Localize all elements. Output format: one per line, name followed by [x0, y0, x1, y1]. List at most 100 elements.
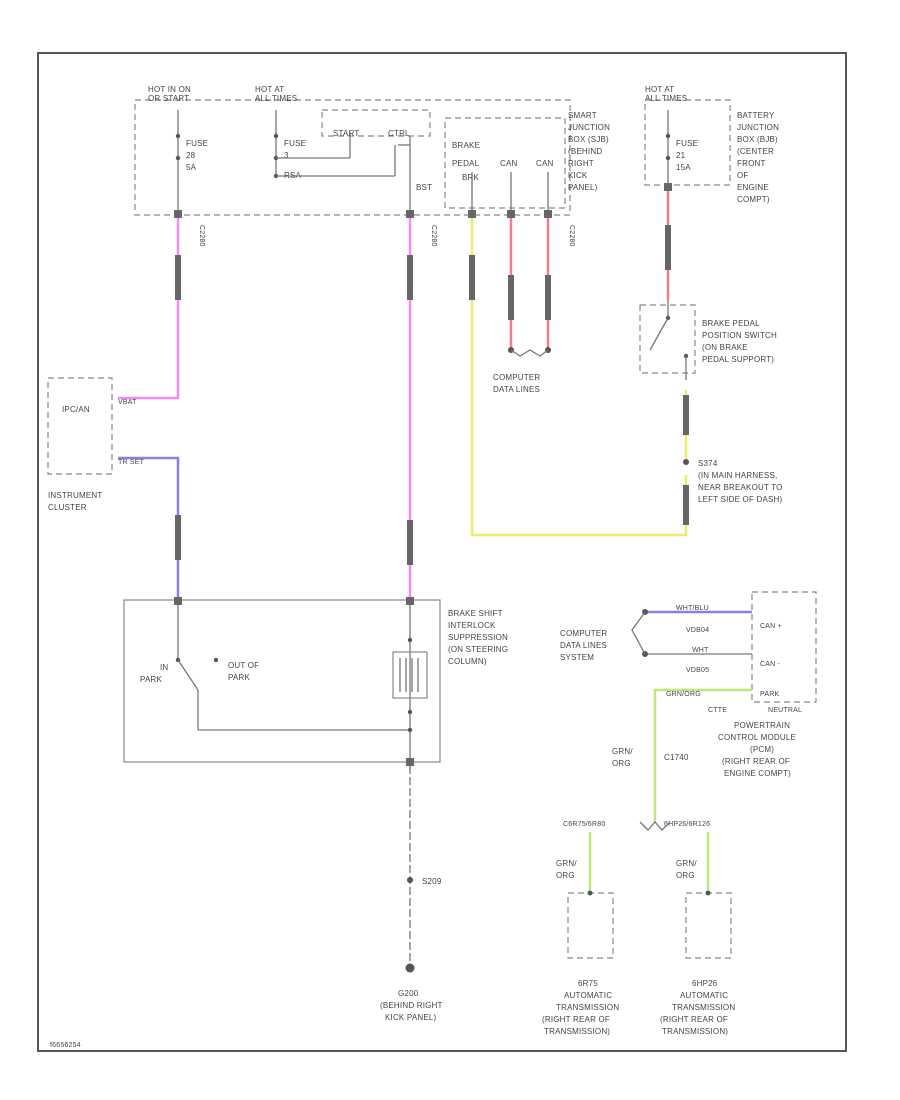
splice-s374	[683, 459, 689, 465]
hot-run-start-line2: OR START	[148, 94, 189, 103]
cluster-pin-top: VBAT	[118, 399, 137, 406]
hot-all-times-1-line2: ALL TIMES	[255, 94, 297, 103]
bjb-label-6: OF	[737, 171, 749, 180]
brake-switch-label-4: PEDAL SUPPORT)	[702, 355, 774, 364]
sjb-can-1: CAN	[500, 159, 518, 168]
pcm-label-1: POWERTRAIN	[734, 721, 790, 730]
pcm-label-4: (RIGHT REAR OF	[722, 757, 790, 766]
interlock-label-3: SUPPRESSION	[448, 633, 508, 642]
cdl1-line2: DATA LINES	[493, 385, 540, 394]
out-park-1: OUT OF	[228, 661, 259, 670]
fuse-c-line2: 21	[676, 151, 686, 160]
fuse-a-line2: 28	[186, 151, 196, 160]
pcm-cdl-2: DATA LINES	[560, 641, 607, 650]
sjb-brake-line1: BRAKE	[452, 141, 480, 150]
trans-split-left: C6R75/6R80	[563, 821, 605, 828]
pcm-wire-5: GRN/ORG	[666, 691, 701, 698]
ground-label-1: G200	[398, 989, 419, 998]
interlock-label-4: (ON STEERING	[448, 645, 508, 654]
fuse-a-line1: FUSE	[186, 139, 208, 148]
trans2-label-2: AUTOMATIC	[680, 991, 728, 1000]
brake-switch-label-2: POSITION SWITCH	[702, 331, 777, 340]
bjb-label-2: JUNCTION	[737, 123, 779, 132]
trans2-outline	[685, 892, 732, 959]
trans1-label-3: TRANSMISSION	[556, 1003, 619, 1012]
sjb-label-7: PANEL)	[568, 183, 598, 192]
interlock-label-2: INTERLOCK	[448, 621, 496, 630]
brake-switch-outline	[639, 304, 696, 374]
conn-left-code: C2280	[198, 225, 205, 247]
sjb-out-label: BST	[416, 183, 432, 192]
solenoid-icon	[392, 651, 428, 699]
wire-pink-cluster	[118, 218, 180, 400]
trans2-wire-1: GRN/	[676, 859, 697, 868]
pcm-pin-2: CAN -	[760, 661, 781, 668]
trans1-label-2: AUTOMATIC	[564, 991, 612, 1000]
trans2-label-3: TRANSMISSION	[672, 1003, 735, 1012]
bjb-label-4: (CENTER	[737, 147, 774, 156]
pcm-wire-code-2: ORG	[612, 759, 631, 768]
pcm-label-5: ENGINE COMPT)	[724, 769, 791, 778]
trans-split-right: 6HP26/6R126	[664, 821, 710, 828]
cdl1-line1: COMPUTER	[493, 373, 540, 382]
pcm-cdl-3: SYSTEM	[560, 653, 594, 662]
bjb-label-8: COMPT)	[737, 195, 770, 204]
bjb-label-1: BATTERY	[737, 111, 775, 120]
pcm-wire-4: VDB05	[686, 667, 709, 674]
bjb-label-5: FRONT	[737, 159, 766, 168]
bjb-label-3: BOX (BJB)	[737, 135, 778, 144]
cluster-block-label: IPC/AN	[62, 405, 90, 414]
splice-label-2: (IN MAIN HARNESS,	[698, 471, 777, 480]
sjb-outline	[444, 117, 566, 209]
trans2-label-4: (RIGHT REAR OF	[660, 1015, 728, 1024]
interlock-label-1: BRAKE SHIFT	[448, 609, 503, 618]
pcm-pin-1: CAN +	[760, 623, 782, 630]
sjb-label-3: BOX (SJB)	[568, 135, 609, 144]
hot-all-times-1-line1: HOT AT	[255, 85, 284, 94]
ground-splice-label: S209	[422, 877, 442, 886]
fuse-a-line3: 5A	[186, 163, 197, 172]
ground-label-2: (BEHIND RIGHT	[380, 1001, 443, 1010]
in-park-1: IN	[160, 663, 168, 672]
relay-start-label: START	[333, 129, 359, 138]
brake-switch-label-3: (ON BRAKE	[702, 343, 748, 352]
splice-label-3: NEAR BREAKOUT TO	[698, 483, 783, 492]
trans1-label-5: TRANSMISSION)	[544, 1027, 610, 1036]
relay-outline	[321, 109, 431, 137]
ground-label-3: KICK PANEL)	[385, 1013, 437, 1022]
interlock-label-5: COLUMN)	[448, 657, 487, 666]
cluster-label-2: CLUSTER	[48, 503, 87, 512]
pcm-wire-code-1: GRN/	[612, 747, 633, 756]
ground-symbol	[405, 963, 415, 973]
sjb-label-5: RIGHT	[568, 159, 594, 168]
diagram-id: f6656254	[50, 1042, 81, 1049]
bjb-outline	[644, 99, 731, 186]
pcm-wire-2: VDB04	[686, 627, 709, 634]
hot-all-times-2-line1: HOT AT	[645, 85, 674, 94]
trans1-wire-1: GRN/	[556, 859, 577, 868]
sjb-label-1: SMART	[568, 111, 597, 120]
cluster-label-1: INSTRUMENT	[48, 491, 102, 500]
wire-green-pcm	[653, 688, 752, 822]
brake-switch-label-1: BRAKE PEDAL	[702, 319, 760, 328]
trans2-label-5: TRANSMISSION)	[662, 1027, 728, 1036]
pcm-conn-label: C1740	[664, 753, 689, 762]
sjb-label-2: JUNCTION	[568, 123, 610, 132]
conn-right-code: C2280	[568, 225, 575, 247]
fuse-c-line3: 15A	[676, 163, 691, 172]
sjb-can-2: CAN	[536, 159, 554, 168]
wire-purple	[118, 456, 180, 600]
pcm-label-2: CONTROL MODULE	[718, 733, 796, 742]
pcm-wire-3: WHT	[692, 647, 709, 654]
trans1-label-1: 6R75	[578, 979, 598, 988]
hot-all-times-2-line2: ALL TIMES	[645, 94, 687, 103]
pcm-label-3: (PCM)	[750, 745, 774, 754]
splice-label-4: LEFT SIDE OF DASH)	[698, 495, 782, 504]
hot-run-start-line1: HOT IN ON	[148, 85, 191, 94]
trans1-outline	[567, 892, 614, 959]
sjb-label-4: (BEHIND	[568, 147, 602, 156]
interlock-box	[123, 599, 441, 763]
trans1-wire-2: ORG	[556, 871, 575, 880]
pcm-outline	[751, 591, 817, 703]
